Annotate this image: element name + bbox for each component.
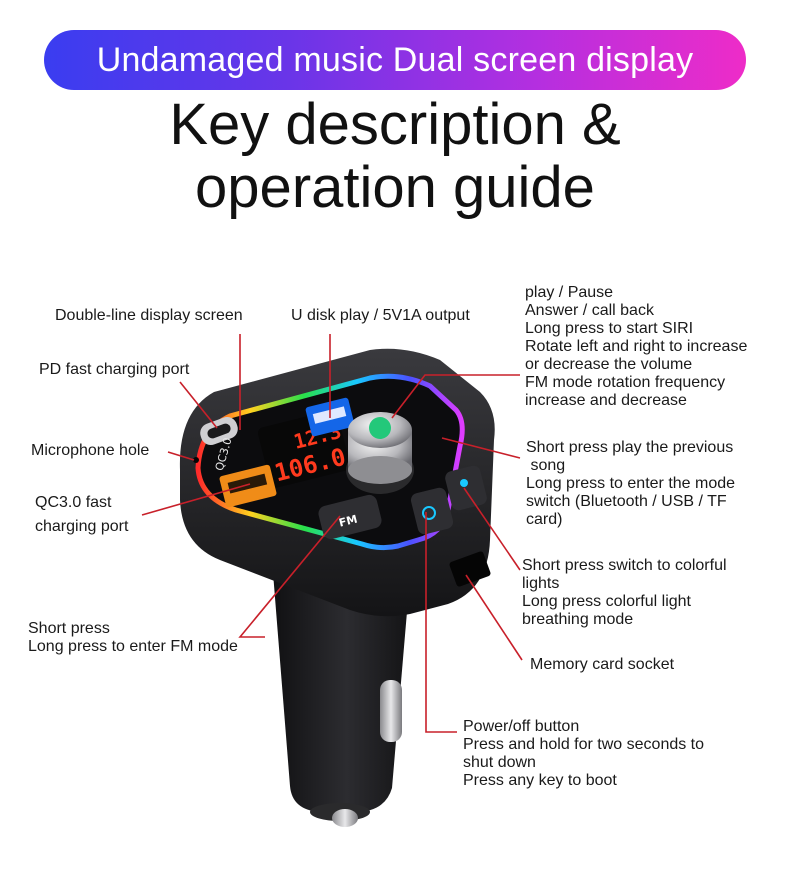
music-phone-icon (369, 417, 391, 439)
knob-line: increase and decrease (525, 392, 687, 409)
microphone-hole (193, 457, 199, 463)
label-previous-mode: Short press play the previous song Long … (526, 439, 735, 529)
knob-line: or decrease the volume (525, 356, 693, 373)
charger-stem (272, 560, 408, 827)
power-icon (422, 506, 436, 520)
banner-text: Undamaged music Dual screen display (96, 40, 694, 79)
tip-contact (332, 809, 358, 827)
fm-button[interactable] (317, 493, 383, 541)
prev-line: Short press play the previous (526, 439, 734, 456)
callout-prev (441, 437, 521, 459)
label-microphone-hole: Microphone hole (31, 442, 150, 459)
knob-line: Long press to start SIRI (525, 320, 694, 337)
callout-memory (465, 574, 523, 661)
side-contact (380, 680, 402, 742)
label-double-line-display: Double-line display screen (55, 307, 243, 324)
light-line: Long press colorful light (522, 593, 691, 610)
label-power-button: Power/off button Press and hold for two … (463, 718, 704, 790)
label-u-disk-play: U disk play / 5V1A output (291, 307, 470, 324)
prev-line: switch (Bluetooth / USB / TF (526, 493, 727, 510)
callout-lines (141, 334, 523, 733)
callout-qc (141, 483, 251, 516)
title-banner: Undamaged music Dual screen display (44, 30, 746, 90)
charger-body: 12.3 106.0 QC3.0 FM (179, 348, 495, 617)
light-line: Short press switch to colorful (522, 557, 727, 574)
prev-line: card) (526, 511, 563, 528)
label-light-button: Short press switch to colorful lights Lo… (522, 557, 727, 629)
headline-line-1: Key description & (169, 92, 621, 157)
qc-line: QC3.0 fast (35, 494, 112, 511)
knob-line: FM mode rotation frequency (525, 374, 726, 391)
label-fm-button: Short press Long press to enter FM mode (28, 620, 238, 656)
fm-line: Long press to enter FM mode (28, 638, 238, 655)
callout-pd (179, 381, 218, 429)
knob-line: play / Pause (525, 284, 614, 301)
power-button[interactable] (409, 486, 454, 535)
light-line: breathing mode (522, 611, 634, 628)
light-button[interactable] (444, 464, 489, 512)
memory-card-slot (449, 551, 491, 587)
callout-fm (238, 515, 341, 638)
fm-line: Short press (28, 620, 110, 637)
label-pd-port: PD fast charging port (39, 361, 190, 378)
power-line: Power/off button (463, 718, 580, 735)
light-icon (460, 479, 468, 487)
knob-line: Rotate left and right to increase (525, 338, 748, 355)
qc-line: charging port (35, 518, 129, 535)
callout-knob (391, 374, 520, 419)
headline-line-2: operation guide (195, 155, 595, 220)
label-knob-functions: play / Pause Answer / call back Long pre… (525, 284, 747, 410)
callout-power (425, 512, 457, 733)
power-line: shut down (463, 754, 536, 771)
power-line: Press and hold for two seconds to (463, 736, 705, 753)
prev-line: song (526, 457, 566, 474)
label-memory-card: Memory card socket (530, 656, 675, 673)
fm-label: FM (338, 513, 359, 530)
callout-mic (167, 451, 195, 461)
knob-line: Answer / call back (525, 302, 654, 319)
callout-light (463, 487, 521, 571)
light-line: lights (522, 575, 560, 592)
label-qc-port: QC3.0 fast charging port (35, 491, 128, 539)
power-line: Press any key to boot (463, 772, 617, 789)
prev-line: Long press to enter the mode (526, 475, 736, 492)
